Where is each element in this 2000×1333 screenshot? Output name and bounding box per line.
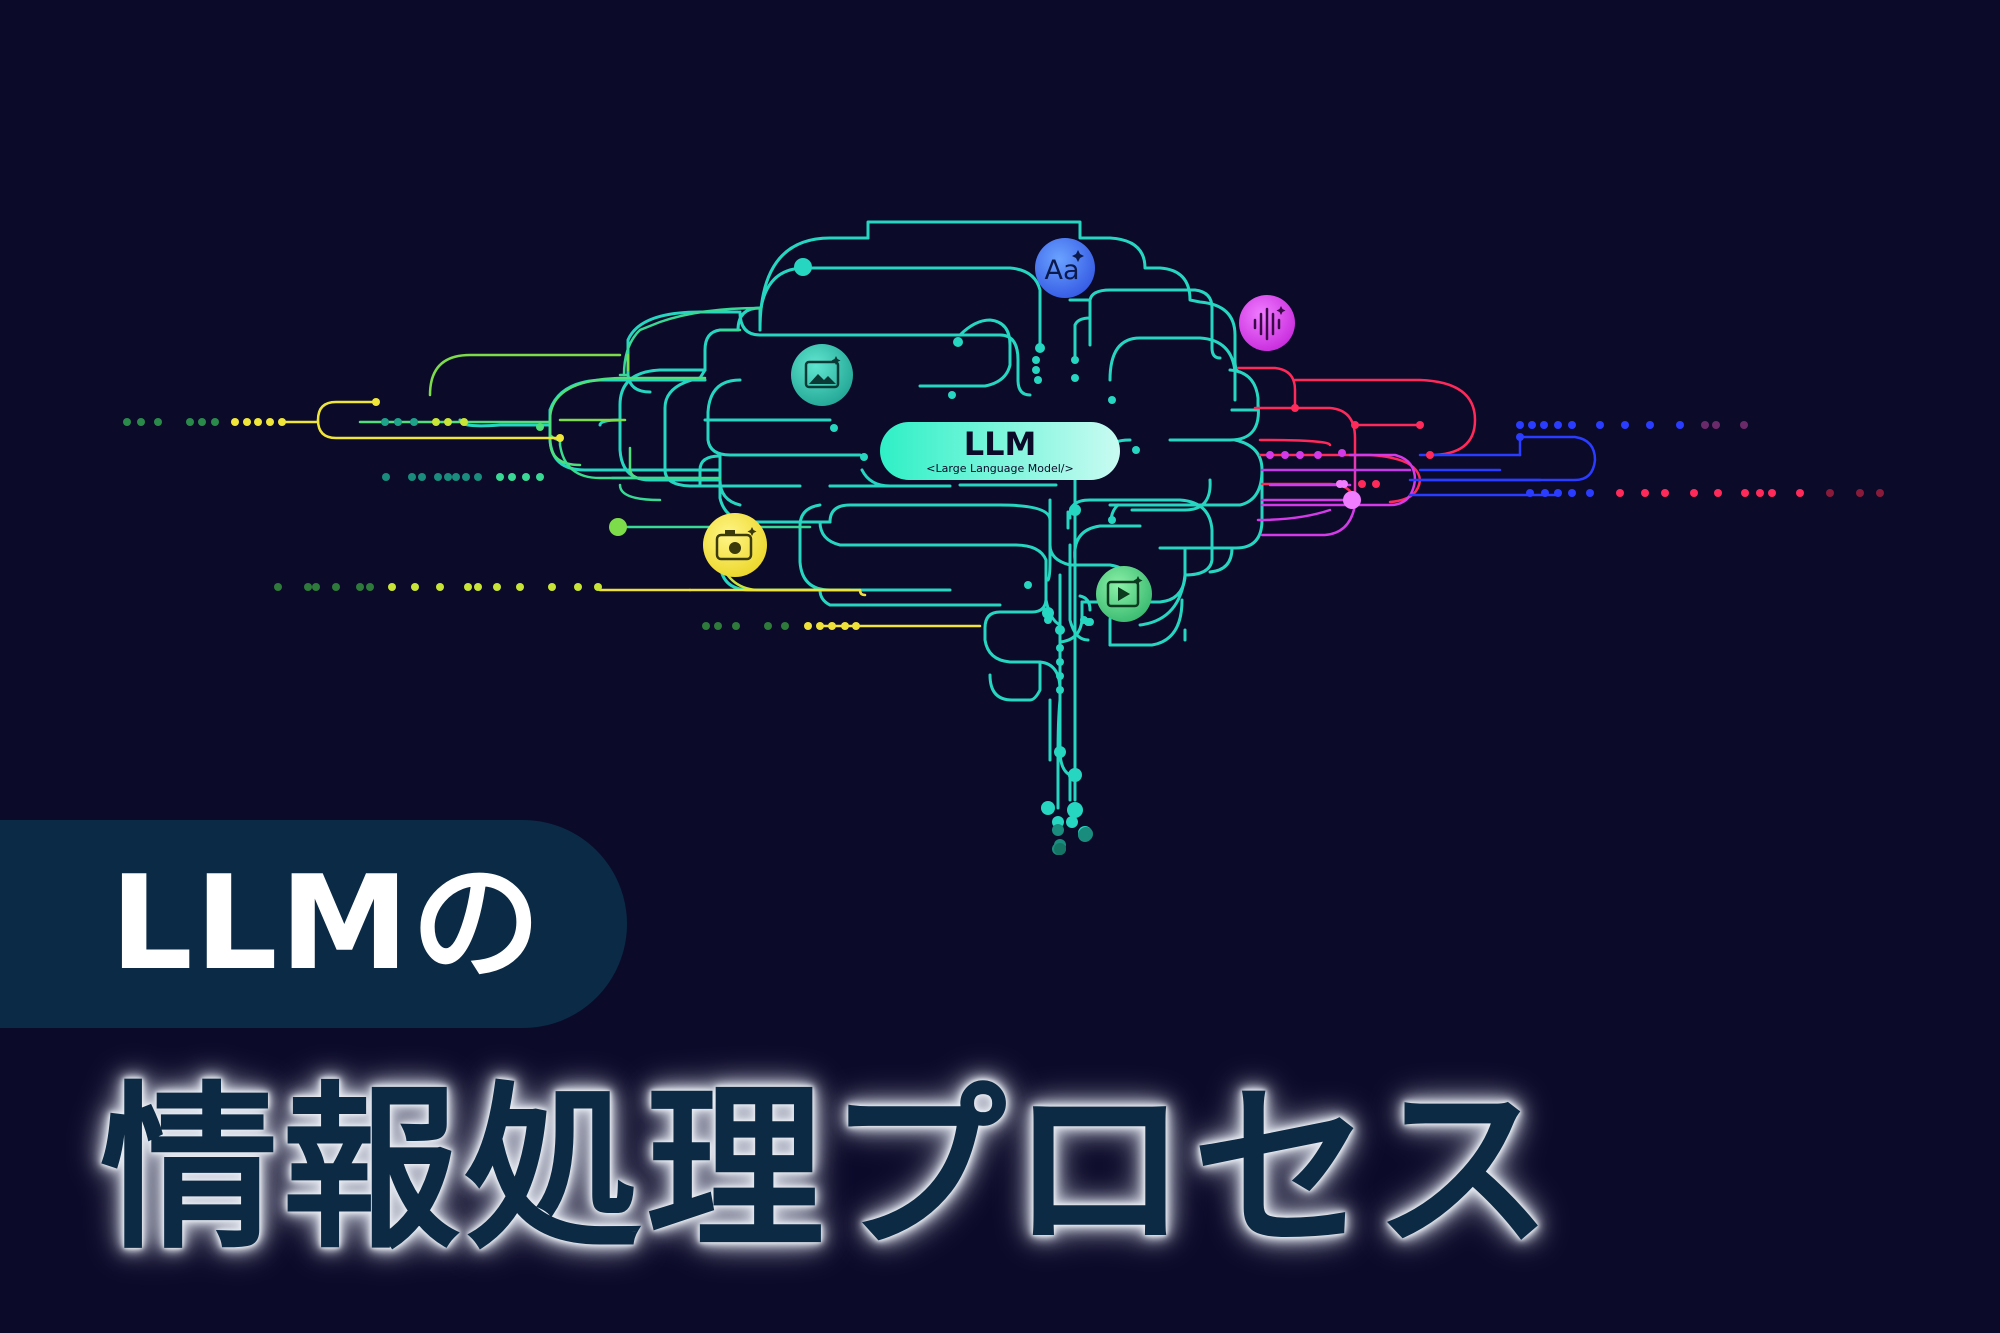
- camera-icon: [703, 513, 767, 577]
- brain-outline: [458, 220, 1264, 810]
- llm-center-box: LLM <Large Language Model/>: [880, 422, 1120, 480]
- left-dotted-trails: [123, 418, 860, 630]
- text-icon: Aa: [1035, 238, 1095, 298]
- llm-label: LLM: [964, 425, 1037, 463]
- audio-icon: [1239, 295, 1295, 351]
- brain-nodes: [794, 258, 1140, 855]
- page-title: 情報処理プロセス: [100, 1066, 1556, 1273]
- video-icon: [1096, 566, 1152, 622]
- svg-text:Aa: Aa: [1044, 255, 1079, 286]
- subtitle-pill: [0, 820, 627, 1028]
- image-icon: [791, 344, 853, 406]
- llm-sublabel: <Large Language Model/>: [926, 462, 1073, 475]
- subtitle: LLMの: [110, 847, 544, 999]
- right-dotted-trails: [1266, 421, 1884, 497]
